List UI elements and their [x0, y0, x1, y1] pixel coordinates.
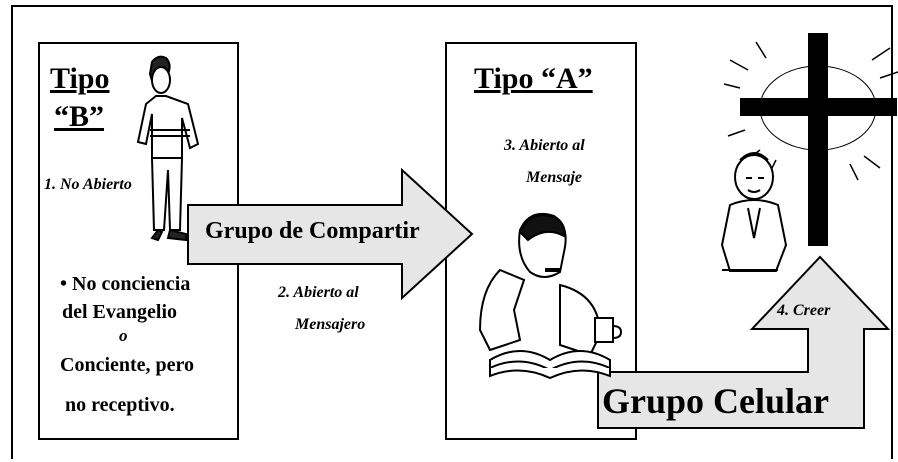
- step-2-label-line2: Mensajero: [295, 316, 366, 333]
- cross-illustration: [723, 33, 898, 246]
- cell-group-arrow: [597, 255, 891, 429]
- standing-man-illustration: [136, 55, 200, 242]
- sharing-arrow: [187, 167, 474, 301]
- praying-man-illustration: [720, 152, 788, 272]
- type-b-alt-line1: Conciente, pero: [60, 354, 195, 376]
- type-b-or: o: [119, 326, 128, 345]
- reading-man-illustration: [478, 212, 623, 380]
- step-3-label-line1: 3. Abierto al: [504, 137, 585, 154]
- type-b-bullet: • No conciencia: [60, 273, 191, 295]
- step-3-label-line2: Mensaje: [526, 169, 582, 186]
- type-a-title: Tipo “A”: [474, 62, 593, 95]
- sharing-arrow-label: Grupo de Compartir: [205, 218, 420, 244]
- outer-frame: [11, 5, 893, 459]
- step-1-label: 1. No Abierto: [44, 176, 132, 193]
- type-b-bullet-line2: del Evangelio: [62, 301, 178, 323]
- type-b-alt-line2: no receptivo.: [65, 394, 175, 416]
- step-2-label-line1: 2. Abierto al: [278, 284, 359, 301]
- type-b-title-line2: “B”: [54, 100, 105, 133]
- step-4-label: 4. Creer: [777, 302, 831, 319]
- cell-group-arrow-label: Grupo Celular: [602, 381, 830, 421]
- type-b-title-line1: Tipo: [50, 62, 110, 95]
